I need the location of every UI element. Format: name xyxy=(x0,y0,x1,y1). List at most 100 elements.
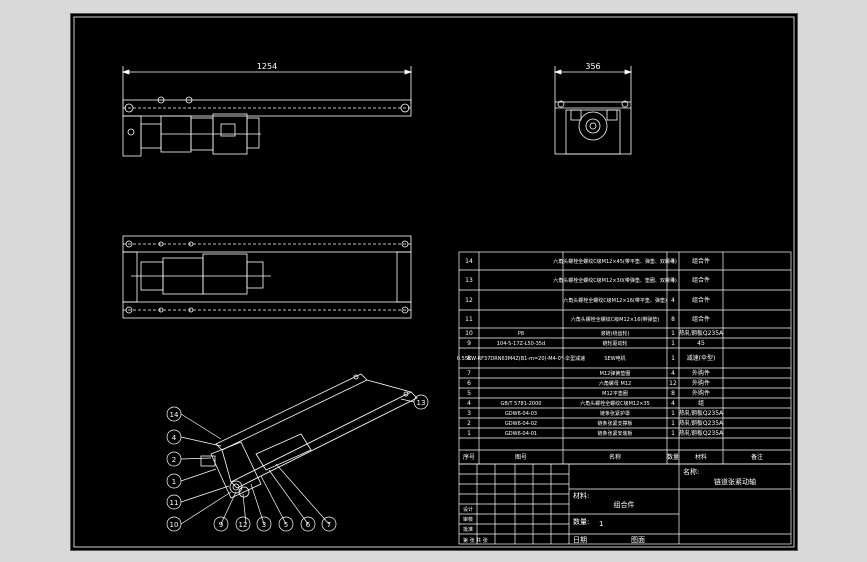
bom-cell-name: 六角头螺栓全螺纹C级M12×45(带平垫、弹垫、双螺母) xyxy=(553,258,677,265)
bom-cell-no: 2 xyxy=(467,420,471,427)
bom-cell-code: GDW6-04-01 xyxy=(505,431,537,437)
bom-cell-remark: 组合件 xyxy=(692,276,710,284)
balloon-label: 11 xyxy=(170,499,179,507)
dim-end-width: 356 xyxy=(585,62,600,71)
bom-cell-qty: 12 xyxy=(669,380,677,387)
bom-cell-no: 14 xyxy=(465,258,473,265)
bom-cell-no: 10 xyxy=(465,330,473,337)
balloon-label: 14 xyxy=(170,411,179,419)
bom-cell-qty: 1 xyxy=(671,420,675,427)
balloon-label: 3 xyxy=(262,521,266,529)
bom-cell-code: P8 xyxy=(518,331,524,337)
balloon-labels: 14 4 2 1 11 10 9 12 3 5 6 7 13 xyxy=(170,399,426,529)
bom-cell-qty: 8 xyxy=(671,316,675,323)
bom-cell-no: 3 xyxy=(467,410,471,417)
bom-cell-material: 组 xyxy=(698,399,704,407)
plan-view xyxy=(122,235,412,319)
bom-header-material: 材料 xyxy=(695,453,707,461)
bom-cell-name: 六角头螺栓全螺纹C级M12×35 xyxy=(580,400,650,407)
bom-cell-no: 1 xyxy=(467,430,471,437)
balloon-label: 6 xyxy=(306,521,311,529)
bom-cell-qty: 4 xyxy=(671,297,675,304)
bom-cell-material: 外购件 xyxy=(692,379,710,387)
cad-drawing: 1254 356 14 4 2 1 11 10 9 12 3 5 6 7 13 … xyxy=(73,16,795,548)
title-block-grid xyxy=(458,463,792,545)
scale-label: 图面 xyxy=(631,536,645,544)
bom-cell-no: 6 xyxy=(467,380,471,387)
bom-cell-qty: 4 xyxy=(671,370,675,377)
bom-cell-material: 热轧钢板Q235A xyxy=(679,409,724,417)
bom-cell-qty: 4 xyxy=(671,258,675,265)
balloon-label: 9 xyxy=(219,521,223,529)
bom-cell-name: M12平垫圈 xyxy=(602,390,628,397)
bom-cell-qty: 1 xyxy=(671,410,675,417)
designer-label: 设计 xyxy=(463,506,473,513)
bom-cell-no: 13 xyxy=(465,277,473,284)
qty-label: 数量: xyxy=(573,517,589,526)
bom-cell-no: 9 xyxy=(467,340,471,347)
bom-cell-qty: 1 xyxy=(671,340,675,347)
bom-cell-remark: 组合件 xyxy=(692,296,710,304)
bom-cell-material: 热轧钢板Q235A xyxy=(679,329,724,337)
dim-side-width: 1254 xyxy=(257,62,277,71)
bom-cell-qty: 4 xyxy=(671,277,675,284)
bom-header-no: 序号 xyxy=(463,453,475,461)
name-label: 名称: xyxy=(683,467,699,476)
bom-cell-code: 0.55KW-RF37DRN63M4Z(B1-m=20)-M4-0°-伞型减速 xyxy=(457,355,585,362)
side-view xyxy=(121,66,413,157)
drawing-sheet: 1254 356 14 4 2 1 11 10 9 12 3 5 6 7 13 … xyxy=(70,13,798,551)
bom-cell-name: 链条张紧安装板 xyxy=(597,430,632,437)
material-value: 组合件 xyxy=(614,500,635,509)
bom-cell-code: 104-5-17Z-L50-35d xyxy=(497,341,545,347)
bom-cell-no: 7 xyxy=(467,370,471,377)
bom-cell-name: 链条张紧支撑板 xyxy=(597,420,632,427)
bom-cell-qty: 1 xyxy=(671,355,675,362)
balloon-label: 1 xyxy=(172,478,176,486)
sheet-label: 第 张 共 张 xyxy=(463,537,488,544)
bom-header-code: 图号 xyxy=(515,454,527,461)
bom-cell-no: 4 xyxy=(467,400,471,407)
drawing-name: 链道张紧动轴 xyxy=(714,477,756,486)
title-block-text: 名称: 链道张紧动轴 材料: 组合件 数量: 1 日期 图面 设计 审核 批准 … xyxy=(463,467,756,544)
bom-header: 序号 图号 名称 数量 材料 备注 xyxy=(463,453,763,461)
bom-cell-qty: 1 xyxy=(671,430,675,437)
inner-border xyxy=(73,16,795,548)
bom-cell-name: 滚链(绕齿轮) xyxy=(601,330,630,337)
bom-cell-material: 45 xyxy=(697,340,705,347)
balloon-group xyxy=(166,394,429,532)
bom-cell-material: 外购件 xyxy=(692,369,710,377)
qty-value: 1 xyxy=(599,520,603,528)
bom-cell-qty: 8 xyxy=(671,390,675,397)
bom-cell-name: 六角头螺栓全螺纹C级M12×30(带弹垫、垫圈、双螺母) xyxy=(553,277,677,284)
approver-label: 批准 xyxy=(463,526,473,533)
bom-cell-qty: 4 xyxy=(671,400,675,407)
bom-header-qty: 数量 xyxy=(667,453,679,461)
bom-cell-qty: 1 xyxy=(671,330,675,337)
checker-label: 审核 xyxy=(463,516,473,523)
bom-table-grid xyxy=(458,251,792,465)
bom-cell-name: SEW电机 xyxy=(604,355,625,362)
bom-cell-material: 热轧钢板Q235A xyxy=(679,429,724,437)
bom-cell-no: 12 xyxy=(465,297,473,304)
bom-cell-name: 六角螺母 M12 xyxy=(599,380,631,387)
bom-cell-remark: 组合件 xyxy=(692,257,710,265)
bom-cell-material: 热轧钢板Q235A xyxy=(679,419,724,427)
bom-cell-name: M12弹簧垫圈 xyxy=(600,370,631,377)
bom-header-remark: 备注 xyxy=(751,453,763,461)
bom-cell-name: 链轮驱动轮 xyxy=(602,340,627,347)
bom-cell-name: 链条张紧护罩 xyxy=(600,410,630,417)
bom-cell-material: 外购件 xyxy=(692,389,710,397)
bom-header-name: 名称 xyxy=(609,453,621,461)
balloon-label: 10 xyxy=(170,521,179,529)
bom-cell-code: GB/T 5781-2000 xyxy=(501,401,542,407)
balloon-label: 7 xyxy=(327,521,331,529)
material-label: 材料: xyxy=(573,491,589,500)
isometric-view xyxy=(200,373,418,499)
balloon-label: 13 xyxy=(417,399,426,407)
bom-cell-name: 六角头螺栓全螺纹C级M12×16(带弹垫) xyxy=(571,316,660,323)
bom-cell-material: 减速(伞型) xyxy=(687,354,716,362)
balloon-label: 5 xyxy=(284,521,288,529)
bom-cell-code: GDW6-04-03 xyxy=(505,411,537,417)
balloon-label: 2 xyxy=(172,456,176,464)
